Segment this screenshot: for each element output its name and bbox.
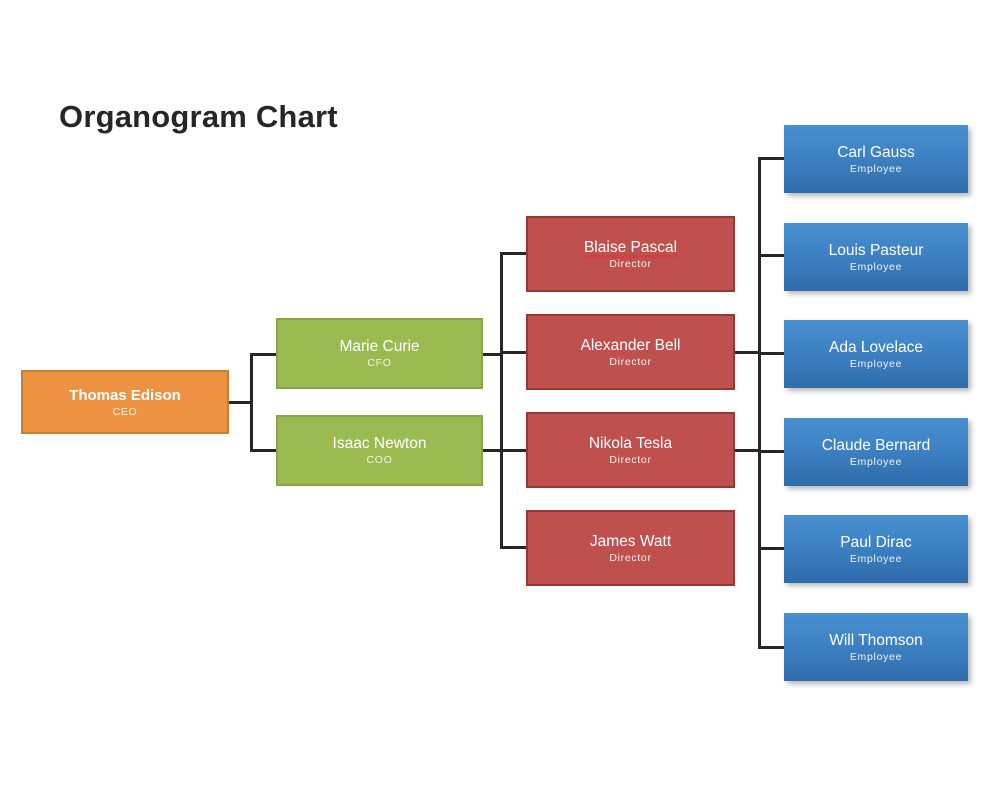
- node-name: Isaac Newton: [332, 435, 427, 452]
- node-title: Employee: [849, 260, 903, 273]
- node-name: Marie Curie: [339, 338, 420, 355]
- connector-to-director-4: [500, 546, 528, 549]
- node-name: Paul Dirac: [840, 533, 912, 551]
- node-director-4[interactable]: James Watt Director: [526, 510, 735, 586]
- node-title: COO: [366, 454, 393, 466]
- node-executive-coo[interactable]: Isaac Newton COO: [276, 415, 483, 486]
- node-title: Director: [609, 257, 652, 270]
- connector-to-employee-2: [758, 254, 786, 257]
- node-title: Employee: [849, 357, 903, 370]
- node-employee-1[interactable]: Carl Gauss Employee: [784, 125, 968, 193]
- node-executive-cfo[interactable]: Marie Curie CFO: [276, 318, 483, 389]
- node-name: Nikola Tesla: [588, 434, 673, 452]
- connector-to-employee-1: [758, 157, 786, 160]
- node-name: Blaise Pascal: [583, 238, 678, 258]
- node-employee-3[interactable]: Ada Lovelace Employee: [784, 320, 968, 388]
- connector-to-employee-6: [758, 646, 786, 649]
- connector-to-employee-5: [758, 547, 786, 550]
- node-title: Director: [609, 551, 652, 564]
- node-director-1[interactable]: Blaise Pascal Director: [526, 216, 735, 292]
- node-employee-6[interactable]: Will Thomson Employee: [784, 613, 968, 681]
- connector-cfo-stub: [481, 353, 503, 356]
- node-title: Employee: [849, 650, 903, 663]
- node-employee-4[interactable]: Claude Bernard Employee: [784, 418, 968, 486]
- node-name: Louis Pasteur: [828, 241, 924, 259]
- connector-to-director-3: [500, 449, 528, 452]
- connector-to-director-1: [500, 252, 528, 255]
- node-title: CEO: [112, 405, 138, 418]
- node-title: Employee: [849, 552, 903, 565]
- node-director-2[interactable]: Alexander Bell Director: [526, 314, 735, 390]
- connector-employee-trunk: [758, 157, 761, 649]
- node-title: Director: [609, 355, 652, 368]
- node-ceo[interactable]: Thomas Edison CEO: [21, 370, 229, 434]
- node-employee-2[interactable]: Louis Pasteur Employee: [784, 223, 968, 291]
- node-name: Claude Bernard: [821, 436, 931, 454]
- connector-ceo-stub: [229, 401, 253, 404]
- node-title: Director: [609, 453, 652, 466]
- node-title: Employee: [849, 455, 903, 468]
- node-name: Thomas Edison: [69, 386, 181, 404]
- connector-director-3-stub: [733, 449, 759, 452]
- connector-to-director-2: [500, 351, 528, 354]
- node-employee-5[interactable]: Paul Dirac Employee: [784, 515, 968, 583]
- connector-to-coo: [250, 449, 278, 452]
- connector-to-cfo: [250, 353, 278, 356]
- node-name: Alexander Bell: [580, 336, 681, 354]
- connector-exec-trunk: [250, 353, 253, 452]
- node-title: CFO: [367, 357, 392, 369]
- connector-to-employee-3: [758, 352, 786, 355]
- node-director-3[interactable]: Nikola Tesla Director: [526, 412, 735, 488]
- connector-coo-stub: [481, 449, 503, 452]
- node-name: Carl Gauss: [837, 143, 915, 161]
- connector-director-2-stub: [733, 351, 759, 354]
- node-name: James Watt: [589, 532, 672, 550]
- node-name: Will Thomson: [829, 631, 923, 649]
- node-name: Ada Lovelace: [829, 338, 923, 356]
- node-title: Employee: [849, 162, 903, 175]
- connector-to-employee-4: [758, 450, 786, 453]
- page-title: Organogram Chart: [59, 99, 338, 134]
- connector-director-trunk: [500, 252, 503, 548]
